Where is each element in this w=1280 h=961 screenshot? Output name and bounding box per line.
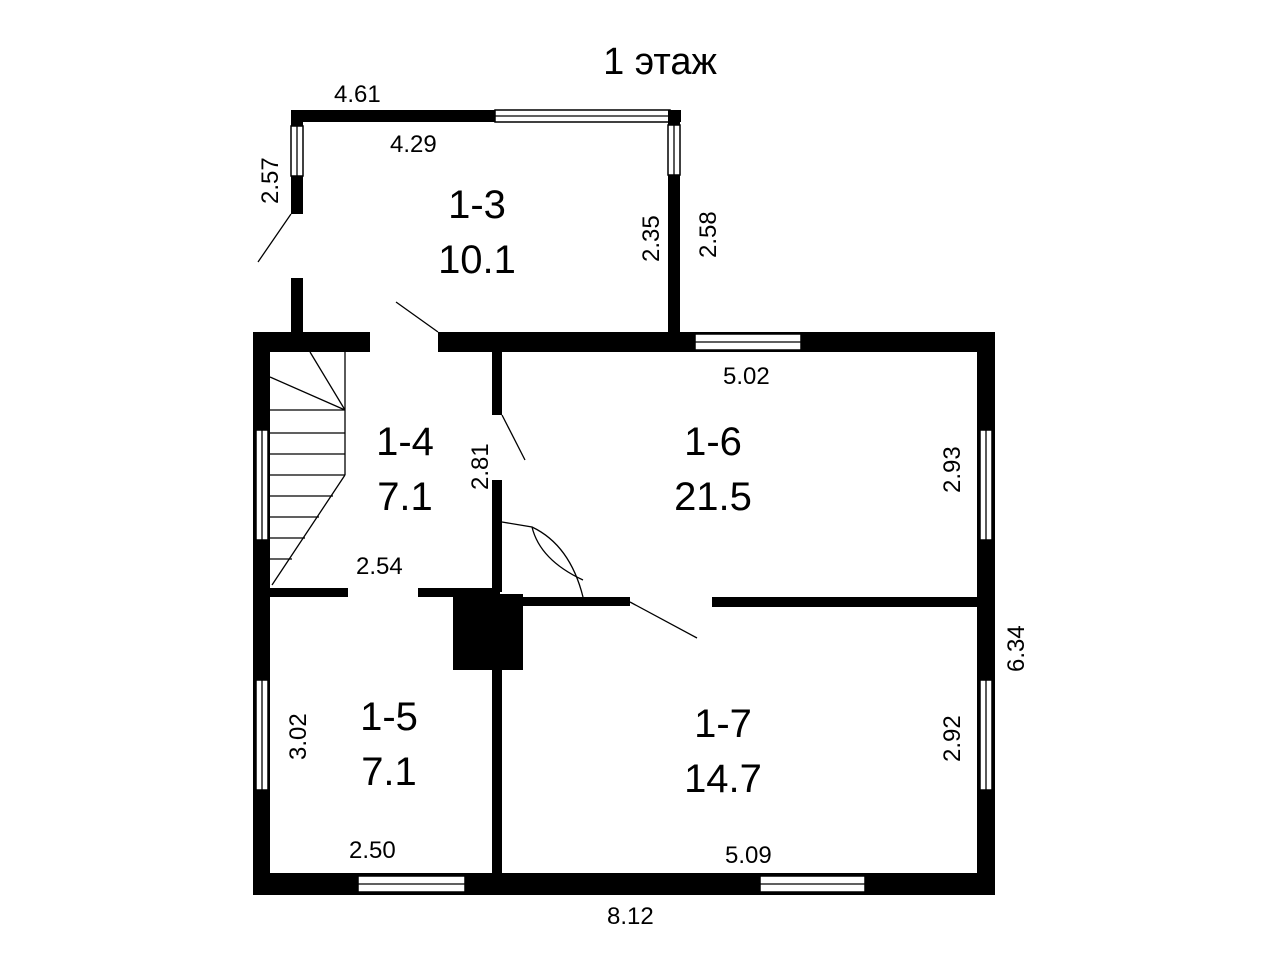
staircase: [269, 351, 346, 586]
dim-annex-outer-height: 2.58: [695, 211, 722, 258]
door-swing: [395, 301, 439, 333]
room-1-6-area: 21.5: [674, 475, 752, 519]
main-walls: [253, 332, 995, 895]
inner-walls: [270, 352, 977, 873]
dim-room-1-6-height: 2.93: [939, 446, 966, 493]
dim-total-height: 6.34: [1003, 625, 1030, 672]
dim-room-1-7-height: 2.92: [939, 715, 966, 762]
door-swing: [531, 526, 584, 581]
door-swing: [501, 414, 526, 461]
room-1-6-id: 1-6: [684, 420, 742, 464]
room-1-3-area: 10.1: [438, 238, 516, 282]
floor-title: 1 этаж: [603, 41, 717, 83]
door-swing: [629, 601, 698, 639]
dim-room-1-7-width: 5.09: [725, 842, 772, 869]
annex-walls: [257, 109, 681, 342]
dim-room-1-4-width: 2.54: [356, 553, 403, 580]
room-1-4-id: 1-4: [376, 420, 434, 464]
room-1-5-area: 7.1: [361, 750, 417, 794]
dim-room-1-5-height: 3.02: [285, 713, 312, 760]
room-1-7-id: 1-7: [694, 702, 752, 746]
room-1-3-id: 1-3: [448, 183, 506, 227]
dim-annex-outer-width: 4.61: [334, 81, 381, 108]
room-1-7-area: 14.7: [684, 757, 762, 801]
dim-total-width: 8.12: [607, 903, 654, 930]
dim-annex-inner-width: 4.29: [390, 131, 437, 158]
chimney: [453, 594, 523, 670]
door-swing: [501, 521, 584, 598]
dim-room-1-6-width: 5.02: [723, 363, 770, 390]
door-swing: [257, 213, 292, 263]
room-1-4-area: 7.1: [377, 475, 433, 519]
room-1-5-id: 1-5: [360, 695, 418, 739]
dim-room-1-4-height: 2.81: [467, 443, 494, 490]
dim-annex-inner-height: 2.35: [638, 215, 665, 262]
dim-room-1-5-width: 2.50: [349, 837, 396, 864]
dim-annex-left-height: 2.57: [257, 157, 284, 204]
